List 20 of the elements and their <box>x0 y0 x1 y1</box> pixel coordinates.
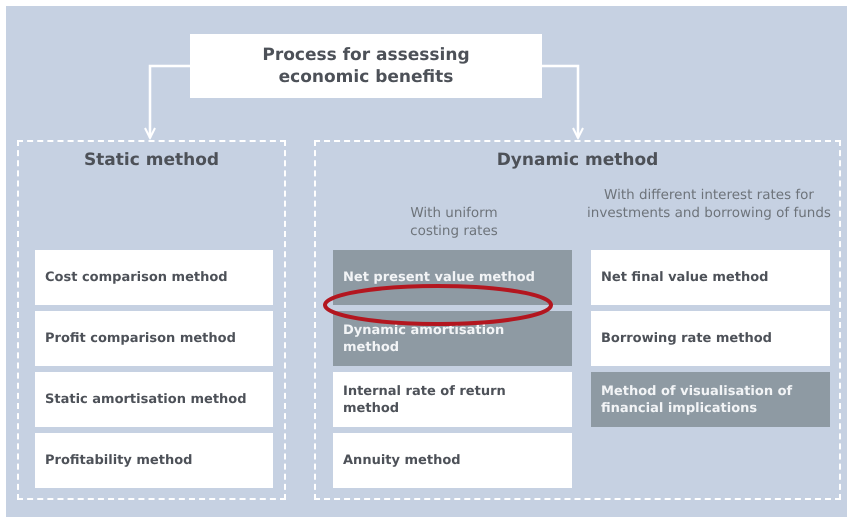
method-box: Profitability method <box>35 433 273 488</box>
method-box: Method of visualisation of financial implications <box>591 372 830 427</box>
method-box: Net present value method <box>333 250 572 305</box>
arrow <box>144 64 190 139</box>
group-heading: Dynamic method <box>496 150 660 170</box>
method-box: Dynamic amortisation method <box>333 311 572 366</box>
method-box: Cost comparison method <box>35 250 273 305</box>
dashed-group-box <box>17 140 286 500</box>
column-heading: With uniform costing rates <box>409 204 499 240</box>
title-box: Process for assessing economic benefits <box>190 34 542 98</box>
method-box: Annuity method <box>333 433 572 488</box>
arrow <box>542 64 584 139</box>
dashed-group-box <box>314 140 841 500</box>
method-box: Profit comparison method <box>35 311 273 366</box>
group-heading: Static method <box>82 150 220 170</box>
column-heading: With different interest rates for investments and borrowing of funds <box>586 186 832 222</box>
method-box: Internal rate of return method <box>333 372 572 427</box>
method-box: Net final value method <box>591 250 830 305</box>
method-box: Static amortisation method <box>35 372 273 427</box>
method-box: Borrowing rate method <box>591 311 830 366</box>
